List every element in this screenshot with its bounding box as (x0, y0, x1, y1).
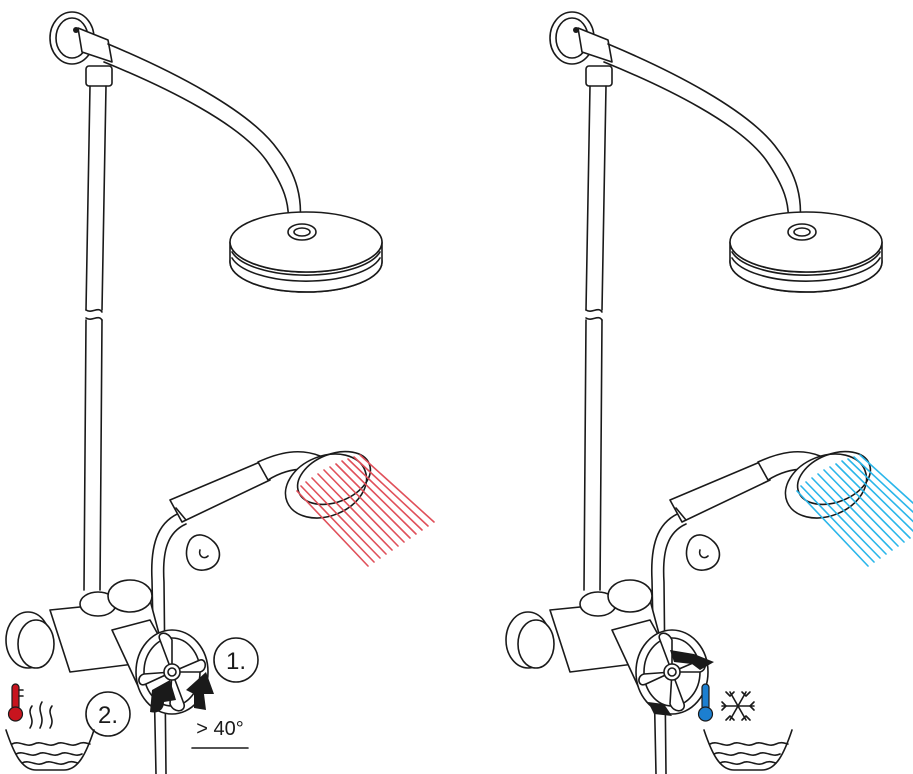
step-1-badge: 1. (214, 638, 258, 682)
step-2-label: 2. (98, 702, 118, 729)
step-1-label: 1. (226, 648, 246, 675)
thermometer-hot-icon (9, 684, 24, 721)
snowflake-icon (722, 692, 754, 720)
steam-icon (30, 702, 52, 728)
shower-column-hot (6, 12, 382, 774)
cold-water-snowflake-icon (699, 684, 793, 770)
hot-panel: 1. 2. > 40° (6, 12, 434, 774)
cold-panel (506, 12, 913, 774)
hot-water-icon (6, 684, 94, 770)
temperature-threshold: > 40° (196, 718, 243, 740)
step-2-badge: 2. (86, 692, 130, 736)
